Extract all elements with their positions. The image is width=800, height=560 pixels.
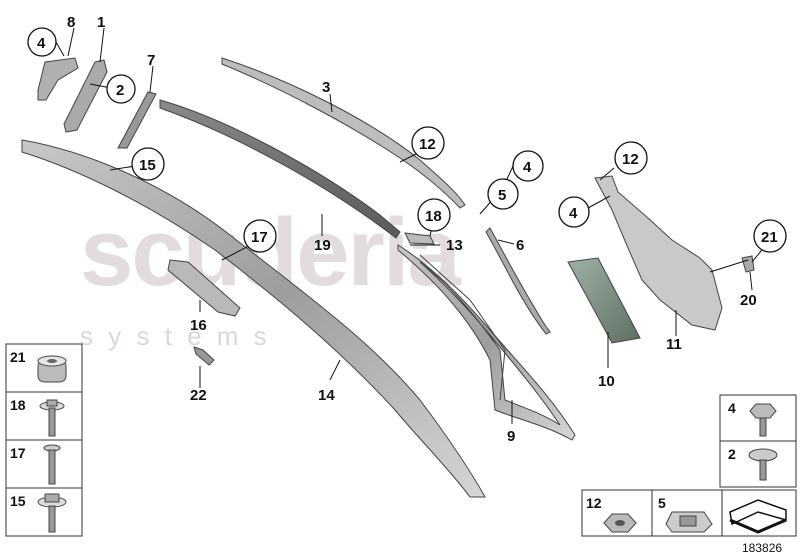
hex-screw-icon bbox=[749, 403, 777, 437]
part-16-trim-piece bbox=[167, 259, 241, 317]
label-20: 20 bbox=[740, 292, 757, 309]
label-21: 21 bbox=[761, 229, 778, 246]
legend-left-21: 21 bbox=[10, 349, 26, 365]
part-8-bracket bbox=[37, 57, 79, 101]
label-1: 1 bbox=[97, 14, 105, 31]
watermark-tagline: s y s t e m s bbox=[80, 321, 271, 351]
spring-nut-icon bbox=[665, 511, 713, 533]
legend-bottom-12: 12 bbox=[586, 495, 602, 511]
label-22: 22 bbox=[190, 387, 207, 404]
callout-4-right: 4 bbox=[558, 196, 590, 228]
hex-bolt-with-washer-icon bbox=[37, 493, 67, 533]
label-4-top-left: 4 bbox=[37, 35, 46, 52]
label-2: 2 bbox=[116, 82, 124, 99]
part-10-glass bbox=[567, 257, 641, 344]
label-11: 11 bbox=[666, 336, 682, 353]
label-16: 16 bbox=[190, 317, 207, 334]
callout-17: 17 bbox=[243, 219, 277, 253]
spacer-nut-icon bbox=[37, 355, 67, 383]
label-5: 5 bbox=[498, 187, 506, 204]
label-19: 19 bbox=[314, 237, 331, 254]
callout-15: 15 bbox=[131, 147, 165, 181]
hex-nut-icon bbox=[603, 513, 637, 533]
screw-with-washer-icon bbox=[39, 399, 65, 437]
label-3: 3 bbox=[322, 79, 330, 96]
bracket-arrow-icon bbox=[729, 499, 787, 534]
callout-5: 5 bbox=[487, 178, 519, 210]
label-4-middle: 4 bbox=[523, 159, 532, 176]
legend-bottom-5: 5 bbox=[658, 495, 666, 511]
callout-labels: 8 1 4 2 7 3 15 12 4 5 18 bbox=[27, 14, 787, 445]
legend-bottom: 12 5 bbox=[581, 489, 797, 537]
part-19-roof-trim bbox=[159, 99, 401, 239]
document-number: 183826 bbox=[742, 541, 782, 555]
label-6: 6 bbox=[516, 237, 524, 254]
callout-12-middle: 12 bbox=[411, 126, 445, 160]
part-9-frame-outline bbox=[419, 254, 506, 401]
callout-18: 18 bbox=[417, 198, 451, 232]
label-13: 13 bbox=[446, 237, 463, 254]
label-14: 14 bbox=[318, 387, 335, 404]
part-9-window-frame bbox=[397, 244, 576, 441]
label-12-middle: 12 bbox=[419, 136, 436, 153]
legend-left-18: 18 bbox=[10, 397, 26, 413]
part-3-roof-strip bbox=[221, 57, 466, 209]
label-18: 18 bbox=[425, 208, 442, 225]
label-17: 17 bbox=[251, 229, 268, 246]
part-7-seal bbox=[117, 91, 157, 149]
label-7: 7 bbox=[147, 52, 155, 69]
part-22-clip bbox=[193, 346, 215, 366]
label-8: 8 bbox=[67, 14, 75, 31]
part-6-rail bbox=[485, 227, 551, 335]
legend-right: 4 2 bbox=[719, 394, 797, 488]
legend-right-4: 4 bbox=[728, 400, 736, 416]
label-15: 15 bbox=[139, 157, 156, 174]
callout-4-top-left: 4 bbox=[27, 27, 57, 57]
part-20-clip bbox=[741, 255, 755, 273]
pan-head-screw-icon bbox=[748, 448, 778, 481]
part-13-clip bbox=[404, 232, 435, 245]
callout-21: 21 bbox=[753, 219, 787, 253]
label-4-right: 4 bbox=[569, 205, 578, 222]
part-14-a-pillar-trim bbox=[21, 139, 486, 498]
screw-icon bbox=[43, 444, 61, 485]
callout-2: 2 bbox=[106, 74, 136, 104]
callout-12-right: 12 bbox=[614, 141, 648, 175]
legend-left-15: 15 bbox=[10, 493, 26, 509]
legend-right-2: 2 bbox=[728, 446, 736, 462]
label-12-right: 12 bbox=[622, 151, 639, 168]
label-9: 9 bbox=[507, 428, 515, 445]
part-11-bracket bbox=[594, 175, 723, 331]
legend-left-17: 17 bbox=[10, 445, 26, 461]
label-10: 10 bbox=[598, 373, 615, 390]
callout-4-middle: 4 bbox=[512, 150, 544, 182]
legend-left: 21 18 17 15 bbox=[5, 343, 83, 537]
part-1-seal bbox=[63, 59, 108, 133]
